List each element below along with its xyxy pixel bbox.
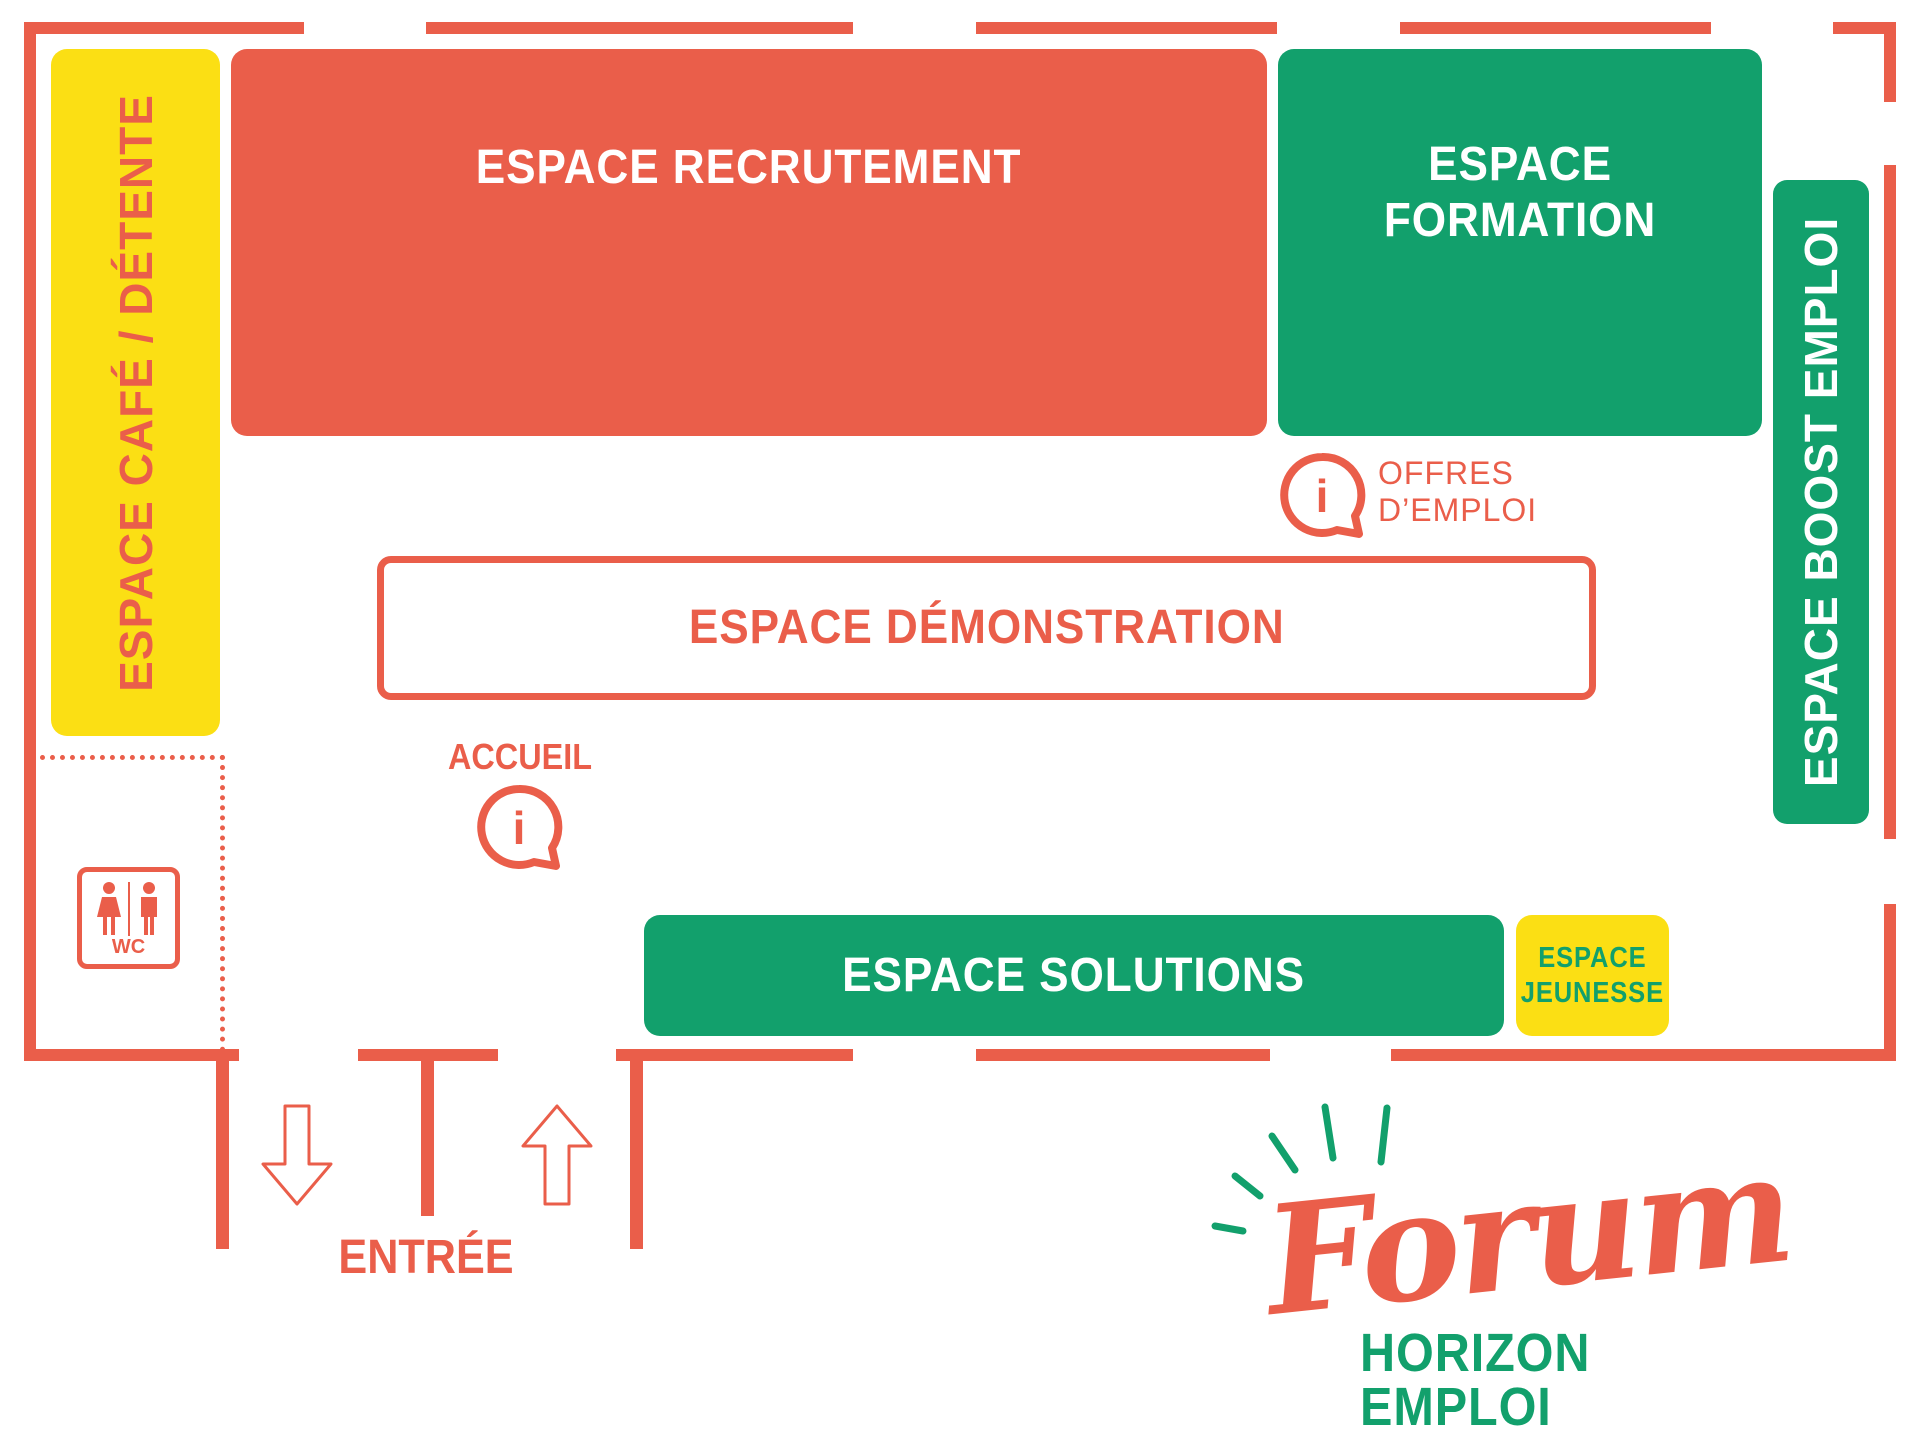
zone-jeunesse[interactable]: ESPACE JEUNESSE	[1516, 915, 1669, 1036]
svg-text:i: i	[1316, 470, 1329, 522]
offres-line1: OFFRES	[1378, 455, 1514, 491]
zone-boost-label: ESPACE BOOST EMPLOI	[1795, 216, 1847, 788]
wall-right	[1884, 904, 1896, 1061]
zone-jeunesse-line2: JEUNESSE	[1520, 976, 1665, 1009]
zone-solutions[interactable]: ESPACE SOLUTIONS	[644, 915, 1504, 1036]
zone-recrutement[interactable]: ESPACE RECRUTEMENT	[231, 49, 1267, 436]
logo-subtitle: HORIZON EMPLOI	[1360, 1323, 1591, 1437]
zone-formation-line1: ESPACE	[1428, 138, 1612, 192]
wall-top	[426, 22, 853, 34]
wall-bottom	[1391, 1049, 1896, 1061]
entrance-post	[630, 1055, 643, 1249]
entrance-post	[216, 1055, 229, 1249]
zone-formation[interactable]: ESPACE FORMATION	[1278, 49, 1762, 436]
wall-top	[976, 22, 1277, 34]
wc-sign[interactable]: WC	[77, 867, 180, 969]
restroom-people-icon	[97, 882, 157, 936]
wall-bottom	[976, 1049, 1270, 1061]
wall-top	[24, 22, 304, 34]
wall-top	[1833, 22, 1896, 34]
entrance-post	[421, 1055, 434, 1216]
wall-bottom	[24, 1049, 239, 1061]
zone-jeunesse-line1: ESPACE	[1538, 941, 1647, 974]
zone-recrutement-label: ESPACE RECRUTEMENT	[476, 140, 1022, 194]
wall-left	[24, 22, 36, 1061]
wall-top	[1400, 22, 1711, 34]
entrance-label: ENTRÉE	[338, 1231, 514, 1284]
zone-formation-line2: FORMATION	[1383, 193, 1657, 247]
zone-cafe-detente[interactable]: ESPACE CAFÉ / DÉTENTE	[51, 49, 220, 736]
wall-right	[1884, 22, 1896, 102]
zone-formation-label: ESPACE FORMATION	[1384, 137, 1656, 247]
offres-emploi-label: OFFRES D’EMPLOI	[1378, 455, 1537, 529]
zone-boost-emploi[interactable]: ESPACE BOOST EMPLOI	[1773, 180, 1869, 824]
zone-jeunesse-label: ESPACE JEUNESSE	[1521, 941, 1664, 1011]
accueil-label: ACCUEIL	[448, 736, 592, 777]
accueil-info-bubble-icon[interactable]: i	[472, 780, 572, 880]
svg-text:i: i	[513, 802, 526, 854]
exit-arrow-down-icon	[261, 1104, 333, 1206]
zone-demonstration[interactable]: ESPACE DÉMONSTRATION	[377, 556, 1596, 700]
wc-label: WC	[111, 936, 146, 958]
zone-cafe-label: ESPACE CAFÉ / DÉTENTE	[109, 93, 162, 692]
wc-area-boundary	[40, 755, 225, 1052]
wall-bottom	[616, 1049, 853, 1061]
info-bubble-icon: i	[1280, 452, 1366, 538]
entry-arrow-up-icon	[521, 1104, 593, 1206]
wall-right	[1884, 165, 1896, 839]
offres-line2: D’EMPLOI	[1378, 492, 1538, 528]
forum-horizon-emploi-logo: Forum HORIZON EMPLOI	[1205, 1100, 1825, 1434]
zone-demonstration-label: ESPACE DÉMONSTRATION	[688, 601, 1285, 655]
sun-rays-icon	[1211, 1103, 1391, 1235]
zone-solutions-label: ESPACE SOLUTIONS	[842, 948, 1306, 1002]
